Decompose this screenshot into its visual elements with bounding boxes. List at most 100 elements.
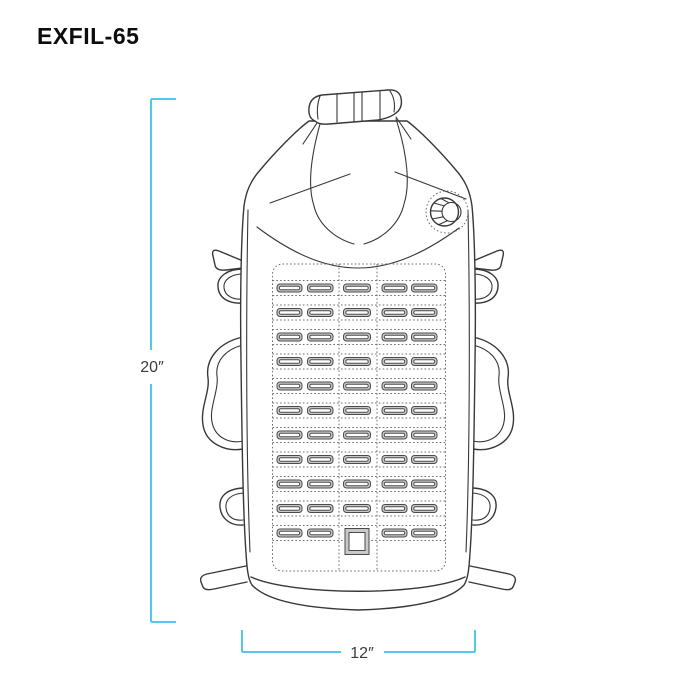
roll-top-tube <box>308 89 403 125</box>
molle-slot <box>345 408 369 413</box>
molle-slot <box>383 359 406 364</box>
molle-slot <box>345 457 369 462</box>
molle-slot <box>278 530 301 536</box>
molle-slot <box>383 457 406 462</box>
left-side-straps <box>199 249 248 591</box>
valve-ridge <box>433 202 445 207</box>
strap-loop <box>210 344 244 443</box>
molle-slot <box>309 334 332 340</box>
molle-slot <box>383 285 406 291</box>
molle-panel <box>272 263 446 572</box>
strap-loop <box>201 336 244 451</box>
molle-slot <box>345 359 369 364</box>
molle-slot <box>413 530 436 536</box>
bag-line-drawing <box>199 89 517 611</box>
molle-slot <box>278 383 301 389</box>
strap-loop <box>472 268 499 304</box>
strap-tab <box>468 565 517 591</box>
roll-top-closure <box>308 89 403 125</box>
molle-slot <box>309 457 332 462</box>
valve-cap <box>429 197 460 227</box>
strap-tab <box>472 249 505 271</box>
product-title: EXFIL-65 <box>37 23 140 49</box>
roll-end-fold <box>389 90 396 113</box>
purge-valve-icon <box>425 190 469 234</box>
molle-slot <box>413 506 436 511</box>
crease-line <box>395 116 412 140</box>
molle-slot <box>383 481 406 487</box>
molle-slot <box>278 285 301 291</box>
molle-slot <box>383 506 406 511</box>
molle-slot <box>413 359 436 364</box>
molle-slot <box>345 334 369 340</box>
crease-line <box>269 173 351 204</box>
molle-slot <box>413 481 436 487</box>
molle-slot <box>345 506 369 511</box>
molle-slot <box>413 310 436 315</box>
strap-loop <box>223 273 244 300</box>
strap-loop <box>217 268 244 304</box>
molle-slot <box>345 432 369 438</box>
valve-cap-top <box>441 201 462 223</box>
strap-tab <box>211 249 244 271</box>
molle-slot <box>278 481 301 487</box>
strap-tab <box>199 565 248 591</box>
molle-slot <box>309 408 332 413</box>
right-side-straps <box>468 249 517 591</box>
molle-slot <box>345 285 369 291</box>
valve-ridge <box>438 220 449 226</box>
valve-ridge <box>440 197 450 204</box>
width-dimension: 12″ <box>241 630 476 662</box>
molle-slot <box>413 383 436 389</box>
molle-slot <box>278 506 301 511</box>
crease-line <box>394 171 467 200</box>
molle-slot <box>383 408 406 413</box>
molle-slot <box>278 457 301 462</box>
molle-slot <box>383 383 406 389</box>
molle-slot <box>413 408 436 413</box>
molle-slot <box>309 506 332 511</box>
molle-slot <box>309 432 332 438</box>
molle-slot <box>309 481 332 487</box>
crease-line <box>363 118 408 245</box>
molle-slot <box>309 530 332 536</box>
crease-line <box>256 226 460 269</box>
roll-end-fold <box>316 95 321 120</box>
side-seam <box>246 209 251 553</box>
strap-loop <box>472 273 493 300</box>
molle-slot <box>309 383 332 389</box>
molle-slot <box>345 383 369 389</box>
width-dimension-label: 12″ <box>350 645 374 662</box>
molle-slot <box>383 310 406 315</box>
molle-slot <box>345 310 369 315</box>
strap-loop <box>225 492 244 521</box>
fold-creases <box>256 116 467 269</box>
valve-ridge <box>431 216 444 220</box>
molle-patch-square <box>348 532 366 551</box>
molle-slot <box>383 432 406 438</box>
molle-slot <box>278 432 301 438</box>
molle-slot <box>278 310 301 315</box>
molle-slot <box>309 310 332 315</box>
molle-slot <box>345 481 369 487</box>
strap-loop <box>472 344 506 443</box>
strap-loop <box>219 487 244 526</box>
crease-line <box>310 123 355 245</box>
strap-loop <box>472 336 515 451</box>
molle-slot <box>413 457 436 462</box>
molle-slot <box>309 285 332 291</box>
height-dimension: 20″ <box>140 98 176 623</box>
molle-slot <box>413 334 436 340</box>
molle-slot <box>413 285 436 291</box>
crease-line <box>302 122 318 145</box>
strap-loop <box>472 487 497 526</box>
valve-stitch-circle <box>425 190 469 234</box>
strap-loop <box>472 492 491 521</box>
side-seam <box>465 209 470 553</box>
molle-slot <box>383 334 406 340</box>
molle-slot <box>413 432 436 438</box>
molle-slot <box>309 359 332 364</box>
molle-slot <box>278 408 301 413</box>
